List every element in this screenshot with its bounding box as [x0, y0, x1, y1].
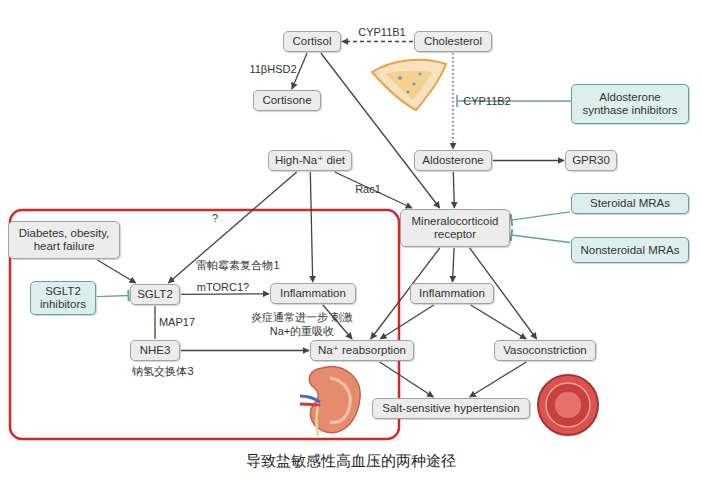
- figure-caption: 导致盐敏感性高血压的两种途径: [0, 452, 702, 471]
- node-text: Aldosterone: [422, 154, 483, 167]
- annotation-note: 雷帕霉素复合物1: [196, 258, 279, 272]
- node-text: Cortisol: [293, 35, 332, 48]
- inhibition-connector: [511, 235, 570, 243]
- receptor-box: Mineralocorticoid receptor: [400, 209, 510, 247]
- arrow-connector: [453, 248, 455, 282]
- edge-label: 11βHSD2: [249, 62, 296, 76]
- arrow-connector: [380, 362, 434, 397]
- arrow-connector: [97, 260, 135, 283]
- node-text: Cholesterol: [424, 35, 482, 48]
- arrow-connector: [493, 160, 564, 161]
- hormone-box: Cortisone: [253, 90, 321, 111]
- node-text: Salt-sensitive hypertension: [382, 402, 519, 415]
- edge-label: ?: [212, 211, 218, 225]
- hormone-box: Cortisol: [283, 31, 341, 52]
- condition-box: High-Na⁺ diet: [268, 150, 352, 171]
- arrow-connector: [181, 350, 309, 351]
- node-text: Diabetes, obesity, heart failure: [13, 227, 115, 253]
- drug-box: SGLT2 inhibitors: [30, 281, 96, 315]
- hormone-box: Aldosterone: [414, 150, 492, 171]
- adrenal-gland: [372, 60, 446, 110]
- arrow-connector: [310, 172, 312, 282]
- arrow-connector: [154, 306, 155, 339]
- arrow-connector: [168, 172, 296, 283]
- transporter-box: NHE3: [130, 340, 180, 361]
- hormone-box: Cholesterol: [414, 31, 492, 52]
- node-text: SGLT2 inhibitors: [35, 285, 91, 311]
- drug-box: Aldosterone synthase inhibitors: [571, 84, 689, 124]
- node-text: Steroidal MRAs: [590, 197, 670, 210]
- process-box: Na⁺ reabsorption: [310, 340, 414, 361]
- node-text: GPR30: [572, 154, 610, 167]
- node-text: Aldosterone synthase inhibitors: [576, 91, 684, 117]
- node-text: Mineralocorticoid receptor: [405, 215, 505, 241]
- arrow-connector: [452, 53, 453, 149]
- receptor-box: GPR30: [565, 150, 617, 171]
- node-text: Inflammation: [419, 287, 485, 300]
- annotation-note: 炎症通常进一步 刺激Na+的重吸收: [250, 310, 354, 338]
- arrow-connector: [453, 172, 454, 208]
- node-text: Inflammation: [280, 287, 346, 300]
- arrow-connector: [470, 362, 527, 397]
- highlight-frame: [10, 210, 399, 439]
- inhibitor-bar: [456, 95, 458, 107]
- arrow-connector: [380, 305, 434, 339]
- arrow-connector: [342, 41, 413, 42]
- process-box: Inflammation: [410, 283, 494, 304]
- edge-label: CYP11B2: [463, 94, 511, 108]
- arrow-connector: [181, 293, 269, 295]
- edge-label: Rac1: [355, 182, 381, 196]
- inhibition-connector: [511, 212, 570, 220]
- node-text: NHE3: [140, 344, 171, 357]
- drug-box: Steroidal MRAs: [571, 193, 689, 214]
- annotation-note: 钠氢交换体3: [132, 364, 193, 378]
- vessel-illustration: [538, 375, 598, 435]
- node-text: SGLT2: [137, 288, 173, 301]
- arrow-connector: [335, 172, 412, 208]
- drug-box: Nonsteroidal MRAs: [571, 237, 689, 263]
- node-text: Na⁺ reabsorption: [318, 344, 406, 357]
- node-text: Nonsteroidal MRAs: [580, 244, 679, 257]
- process-box: Inflammation: [270, 283, 356, 304]
- transporter-box: SGLT2: [130, 284, 180, 305]
- inhibition-connector: [97, 296, 129, 297]
- outcome-box: Salt-sensitive hypertension: [372, 398, 530, 419]
- edge-label: CYP11B1: [358, 25, 406, 39]
- edge-label: MAP17: [159, 315, 195, 329]
- node-text: High-Na⁺ diet: [275, 154, 345, 167]
- node-text: Vasoconstriction: [503, 344, 587, 357]
- kidney-illustration: [300, 367, 360, 436]
- edge-label: mTORC1?: [197, 280, 249, 294]
- node-text: Cortisone: [262, 94, 311, 107]
- arrow-connector: [321, 53, 440, 208]
- process-box: Vasoconstriction: [494, 340, 596, 361]
- condition-box: Diabetes, obesity, heart failure: [8, 221, 120, 259]
- arrow-connector: [471, 305, 526, 339]
